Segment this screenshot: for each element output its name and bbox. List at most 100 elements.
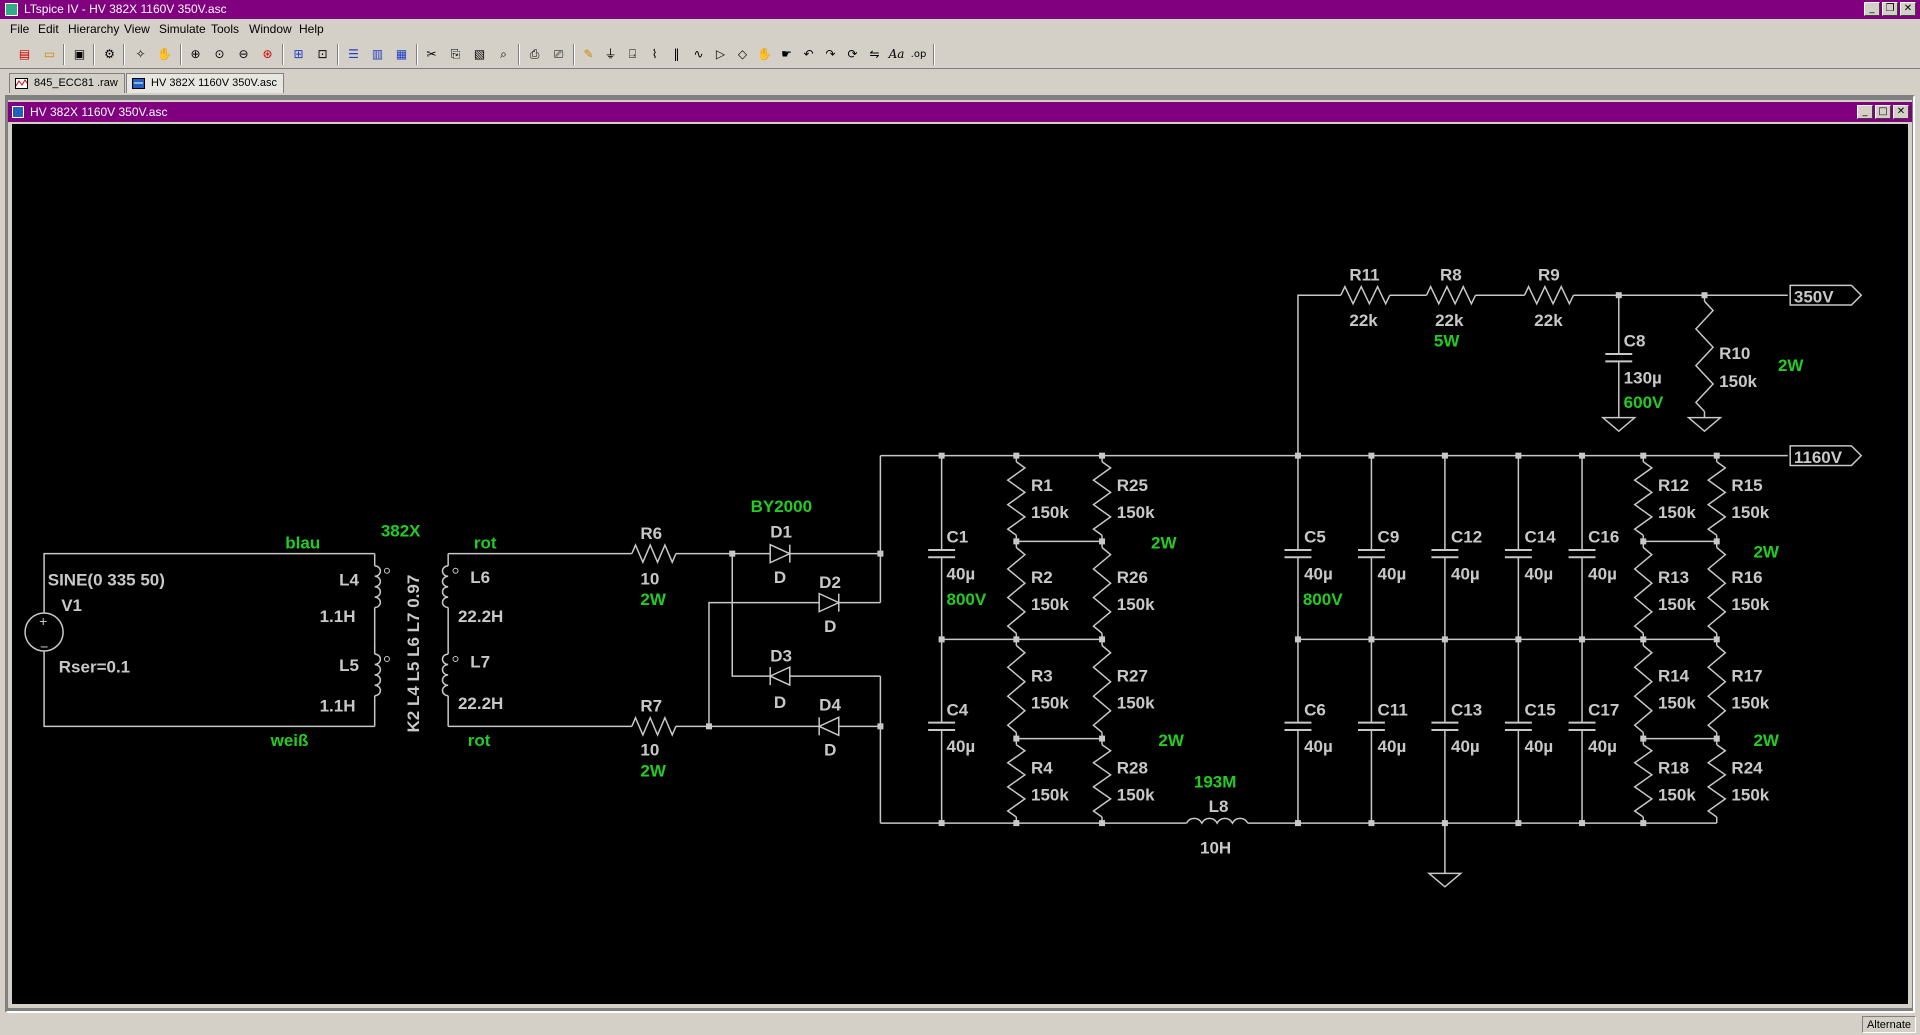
close-icon[interactable]: ✕ [1900, 2, 1916, 16]
label-net-icon[interactable]: ⍈ [628, 47, 637, 61]
r13-value: 150k [1658, 595, 1696, 614]
print-icon[interactable]: ⎙ [529, 47, 540, 61]
redo-icon[interactable]: ↷ [825, 47, 836, 61]
close-icon[interactable]: ✕ [1893, 105, 1909, 119]
inductor-l8 [1185, 817, 1249, 825]
menu-edit[interactable]: Edit [38, 22, 59, 36]
schematic-window-title-bar[interactable]: HV 382X 1160V 350V.asc _ □ ✕ [8, 102, 1912, 122]
open-file-icon[interactable]: ▭ [43, 47, 56, 61]
maximize-icon[interactable]: □ [1875, 105, 1891, 119]
tab-label: 845_ECC81 .raw [34, 77, 118, 89]
save-icon[interactable]: ▣ [73, 47, 86, 61]
menu-tools[interactable]: Tools [211, 22, 240, 36]
r11-name: R11 [1349, 265, 1379, 284]
run-icon[interactable]: ✧ [135, 47, 146, 61]
pan-icon[interactable]: ⊙ [214, 47, 225, 61]
note-rot-bottom: rot [468, 731, 491, 750]
note-by2000: BY2000 [751, 497, 812, 516]
zoom-out-icon[interactable]: ⊖ [238, 47, 249, 61]
menu-help[interactable]: Help [299, 22, 324, 36]
note-r8-power: 5W [1434, 332, 1460, 351]
app-title-bar[interactable]: LTspice IV - HV 382X 1160V 350V.asc _ ❐ … [0, 0, 1920, 19]
rotate-icon[interactable]: ⟳ [847, 47, 858, 61]
inductor-l7 [441, 653, 449, 697]
toolbar-separator [518, 44, 520, 65]
tab-label: HV 382X 1160V 350V.asc [151, 77, 277, 89]
resistor-r16 [1706, 546, 1727, 634]
tab-waveform[interactable]: 845_ECC81 .raw [9, 73, 125, 93]
paste-icon[interactable]: ▧ [473, 47, 486, 61]
schematic-icon [132, 78, 145, 89]
r10-name: R10 [1719, 344, 1750, 363]
zoom-back-icon[interactable]: ⊡ [317, 47, 328, 61]
tab-schematic[interactable]: HV 382X 1160V 350V.asc [126, 73, 284, 93]
cut-icon[interactable]: ✂ [426, 47, 437, 61]
move-icon[interactable]: ✋ [757, 47, 772, 61]
minimize-icon[interactable]: _ [1864, 2, 1880, 16]
junction [1713, 538, 1720, 545]
cascade-icon[interactable]: ▦ [395, 47, 408, 61]
schematic-drawing[interactable]: +−SINE(0 335 50)V1Rser=0.1blauweißL41.1H… [12, 124, 1908, 1004]
resistor-icon[interactable]: ⌇ [651, 47, 658, 61]
junction [1099, 735, 1106, 742]
r18-name: R18 [1658, 758, 1689, 777]
junction [1579, 452, 1586, 459]
note-r6-power: 2W [640, 590, 666, 609]
r8-name: R8 [1440, 265, 1462, 284]
menu-hierarchy[interactable]: Hierarchy [68, 22, 120, 36]
r9-name: R9 [1538, 265, 1560, 284]
junction [1368, 820, 1375, 827]
undo-icon[interactable]: ↶ [803, 47, 814, 61]
ground-icon[interactable]: ⏚ [604, 47, 617, 61]
control-panel-icon[interactable]: ⚙ [104, 47, 115, 61]
toolbar-separator [63, 44, 65, 65]
spice-directive-icon[interactable]: .op [910, 49, 927, 60]
component-icon[interactable]: ◇ [737, 47, 748, 61]
dot-l5 [383, 655, 390, 662]
r26-name: R26 [1117, 568, 1148, 587]
r4-value: 150k [1031, 785, 1069, 804]
restore-icon[interactable]: ❐ [1882, 2, 1898, 16]
inductor-icon[interactable]: ∿ [693, 47, 704, 61]
draw-wire-icon[interactable]: ✎ [583, 47, 594, 61]
menu-simulate[interactable]: Simulate [159, 22, 206, 36]
junction [1441, 636, 1448, 643]
text-icon[interactable]: Aa [888, 47, 905, 61]
menu-view[interactable]: View [124, 22, 150, 36]
zoom-in-icon[interactable]: ⊕ [190, 47, 201, 61]
r24-value: 150k [1731, 785, 1769, 804]
capacitor-icon[interactable]: ‖ [673, 47, 680, 61]
zoom-fit-icon[interactable]: ⊛ [262, 47, 273, 61]
voltage-source-v1 [24, 612, 64, 652]
menu-window[interactable]: Window [249, 22, 292, 36]
cap-bottom-name: C13 [1451, 700, 1482, 719]
find-icon[interactable]: ⌕ [500, 47, 507, 61]
r25-value: 150k [1117, 503, 1155, 522]
mirror-icon[interactable]: ⇋ [869, 47, 880, 61]
new-schematic-icon[interactable]: ▤ [18, 47, 31, 61]
drag-icon[interactable]: ☛ [781, 47, 792, 61]
diode-icon[interactable]: ▷ [715, 47, 726, 61]
status-bar: Alternate [0, 1014, 1920, 1035]
resistor-r1 [1006, 461, 1027, 536]
tile-horizontal-icon[interactable]: ☰ [348, 47, 359, 61]
c8-value: 130µ [1624, 368, 1662, 387]
copy-icon[interactable]: ⎘ [450, 47, 461, 61]
resistor-r4 [1006, 744, 1027, 818]
tile-vertical-icon[interactable]: ▥ [371, 47, 384, 61]
c4-value: 40µ [947, 737, 976, 756]
print-preview-icon[interactable]: ⎚ [553, 47, 564, 61]
resistor-r9 [1523, 284, 1575, 306]
autoscale-icon[interactable]: ⊞ [293, 47, 304, 61]
junction [1579, 636, 1586, 643]
note-c1-voltage: 800V [947, 590, 987, 609]
document-tab-bar: 845_ECC81 .raw HV 382X 1160V 350V.asc [0, 70, 1920, 94]
junction [1515, 820, 1522, 827]
resistor-r11 [1340, 284, 1391, 306]
note-weiss: weiß [270, 731, 309, 750]
cap-top-value: 40µ [1524, 564, 1553, 583]
menu-file[interactable]: File [10, 22, 30, 36]
halt-icon[interactable]: ✋ [157, 47, 172, 61]
minimize-icon[interactable]: _ [1857, 105, 1873, 119]
